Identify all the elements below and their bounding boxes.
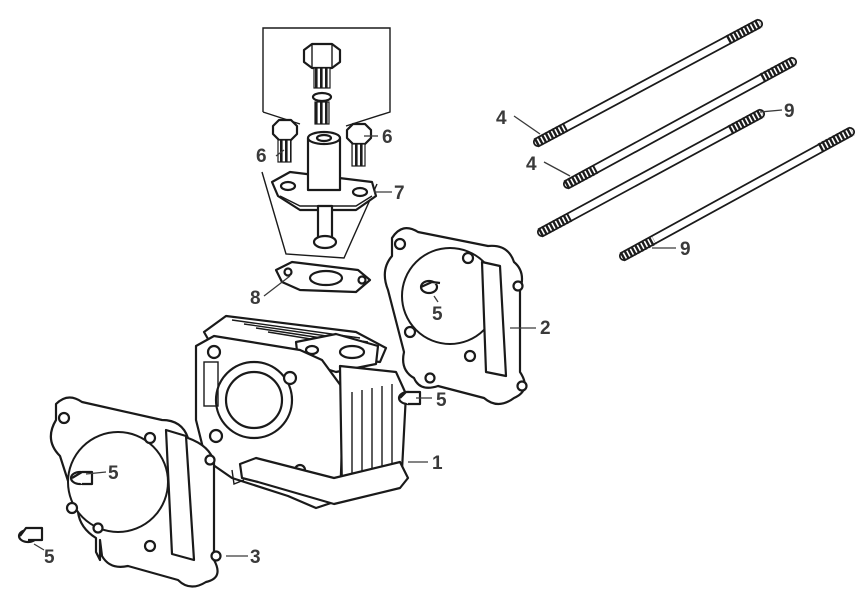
callout-label-6-right: 6 [382,127,393,148]
callout-label-5-loose: 5 [44,547,55,568]
callout-label-9-lower: 9 [680,239,691,260]
callout-label-3: 3 [250,547,261,568]
cylinder-head-gasket [383,227,528,406]
callout-label-7: 7 [394,183,405,204]
callout-label-5-head-gasket: 5 [432,304,443,325]
dowel-pin-loose [17,526,44,544]
callout-labels: 1 2 3 4 4 5 5 5 5 6 6 7 8 9 9 [44,101,795,568]
stud-4-upper [533,18,763,148]
callout-label-4-lower: 4 [526,154,537,175]
stud-4-lower [563,56,797,190]
callout-label-9-upper: 9 [784,101,795,122]
dowel-pin-cylinder [397,390,422,406]
bolt-6-left [271,118,299,163]
tensioner-body [270,130,378,250]
callout-label-2: 2 [540,318,551,339]
callout-label-1: 1 [432,453,443,474]
callout-label-8: 8 [250,288,261,309]
leader-lines [33,109,783,557]
callout-label-4-upper: 4 [496,108,507,129]
tensioner-gasket [274,260,372,294]
stud-9-lower [619,126,855,262]
cylinder-base-gasket [49,396,222,588]
callout-label-5-cylinder: 5 [436,390,447,411]
bolt-6-right [345,122,373,167]
tensioner-bolt [302,42,342,125]
stud-9-upper [537,108,765,238]
callout-label-6-left: 6 [256,146,267,167]
cylinder-block [194,314,410,510]
callout-label-5-base-gasket: 5 [108,463,119,484]
